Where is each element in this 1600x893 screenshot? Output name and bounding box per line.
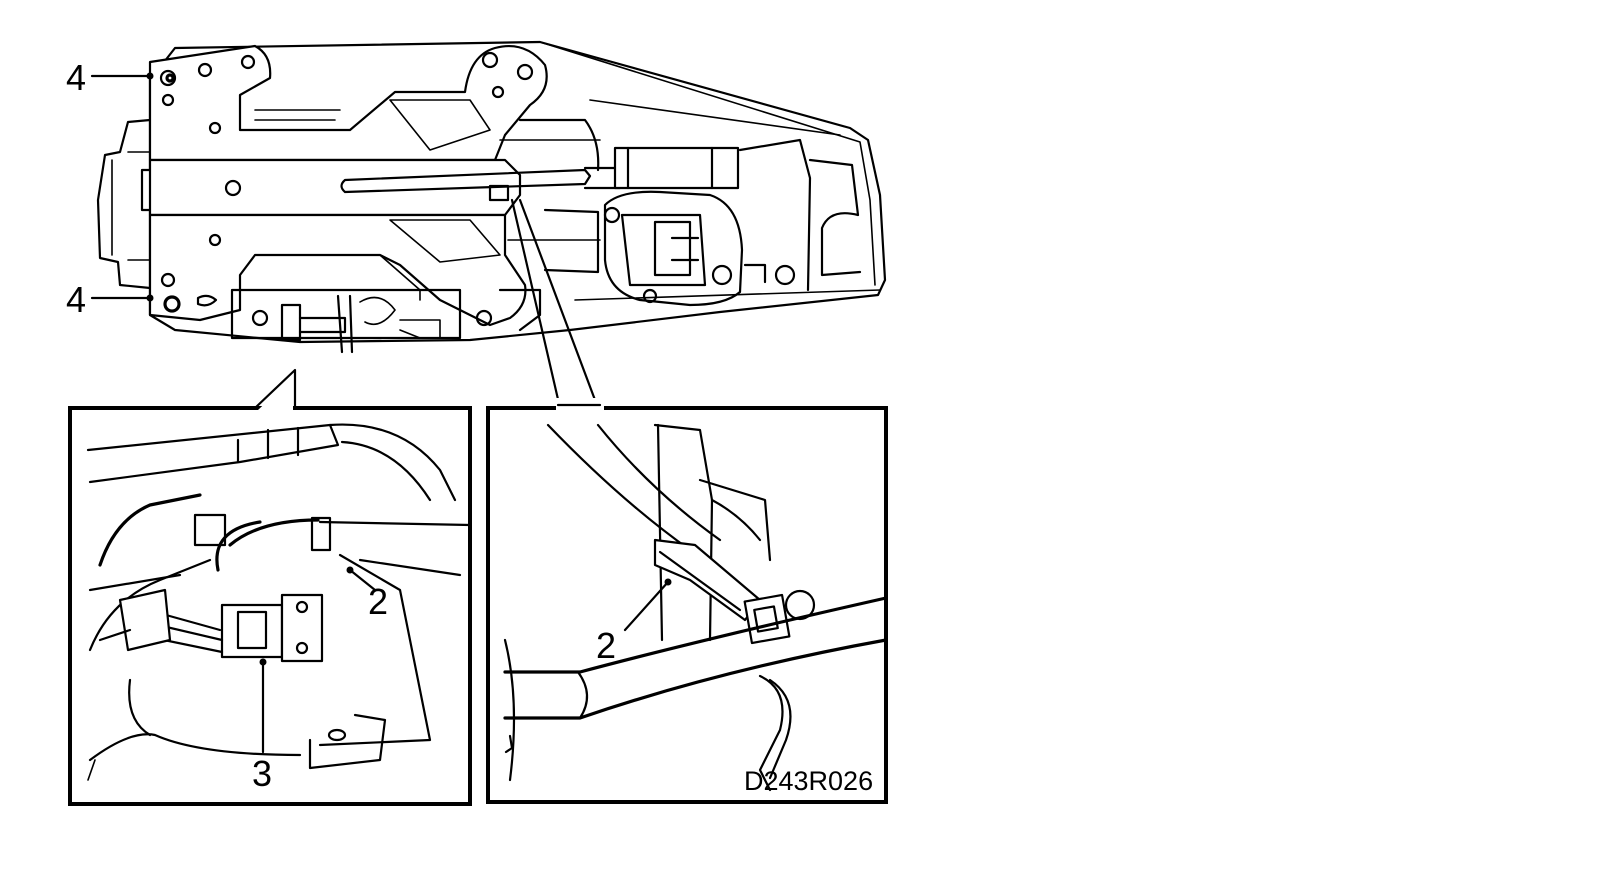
callout-3-left: 3 <box>252 753 272 794</box>
housing-outline <box>148 40 887 344</box>
left-detail-inset <box>68 368 472 806</box>
left-inset-pointer <box>253 368 297 410</box>
right-detail-inset <box>486 198 888 804</box>
right-inset-pointer-left <box>510 198 562 410</box>
clip-2-detail <box>653 538 816 645</box>
clip-location-main <box>488 184 510 202</box>
lock-actuator <box>603 146 796 307</box>
cable-clip-2 <box>310 516 332 552</box>
actuator-rod <box>340 168 592 194</box>
upper-mount-plate <box>148 44 548 162</box>
main-assembly-view <box>96 40 887 354</box>
connector-3 <box>220 593 324 663</box>
callout-4-top: 4 <box>66 57 86 98</box>
drawing-reference-code: D243R026 <box>744 766 873 796</box>
left-flange <box>96 118 152 290</box>
lower-bracket <box>230 288 462 340</box>
right-inset-pointer-right <box>518 198 600 410</box>
lower-mount-plate <box>148 213 527 327</box>
callout-2-right: 2 <box>596 625 616 666</box>
main-view-leaders <box>90 72 154 302</box>
callout-2-left: 2 <box>368 581 388 622</box>
callout-4-bottom: 4 <box>66 279 86 320</box>
